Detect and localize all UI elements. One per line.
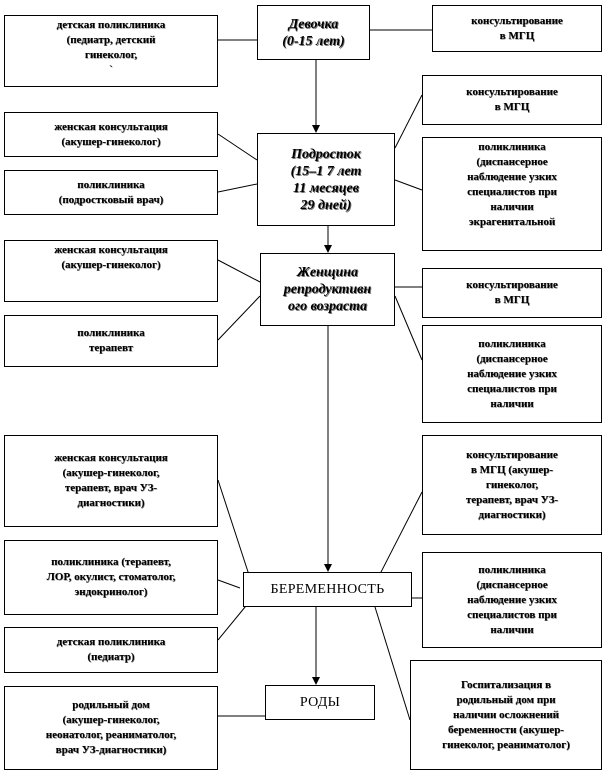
stage-girl: Девочка (0-15 лет) [257,5,370,60]
stage-birth: РОДЫ [265,685,375,720]
left-woman-clinic: поликлиника терапевт [4,315,218,367]
left-teen-womens-consultation: женская консультация (акушер-гинеколог) [4,112,218,157]
right-pregnancy-mgc: консультирование в МГЦ (акушер- гинеколо… [422,435,602,535]
left-teen-clinic: поликлиника (подростковый врач) [4,170,218,215]
right-teen-mgc: консультирование в МГЦ [422,75,602,125]
stage-woman: Женщина репродуктивн ого возраста [260,253,395,326]
left-woman-womens-consultation: женская консультация (акушер-гинеколог) [4,240,218,302]
left-pregnancy-childrens-clinic: детская поликлиника (педиатр) [4,627,218,673]
left-birth-maternity-hospital: родильный дом (акушер-гинеколог, неонато… [4,686,218,770]
right-woman-clinic: поликлиника (диспансерное наблюдение узк… [422,325,602,423]
right-hospitalization: Госпитализация в родильный дом при налич… [410,660,602,770]
arrowheads [312,125,332,685]
right-woman-mgc: консультирование в МГЦ [422,268,602,318]
right-girl-mgc: консультирование в МГЦ [432,5,602,52]
right-teen-clinic: поликлиника (диспансерное наблюдение узк… [422,137,602,251]
stage-teen: Подросток (15–1 7 лет 11 месяцев 29 дней… [257,133,395,226]
stage-pregnancy: БЕРЕМЕННОСТЬ [243,572,412,607]
left-pregnancy-womens-consultation: женская консультация (акушер-гинеколог, … [4,435,218,527]
right-pregnancy-clinic: поликлиника (диспансерное наблюдение узк… [422,552,602,648]
left-girl-childrens-clinic: детская поликлиника (педиатр, детский ги… [4,15,218,87]
left-pregnancy-clinic: поликлиника (терапевт, ЛОР, окулист, сто… [4,540,218,615]
